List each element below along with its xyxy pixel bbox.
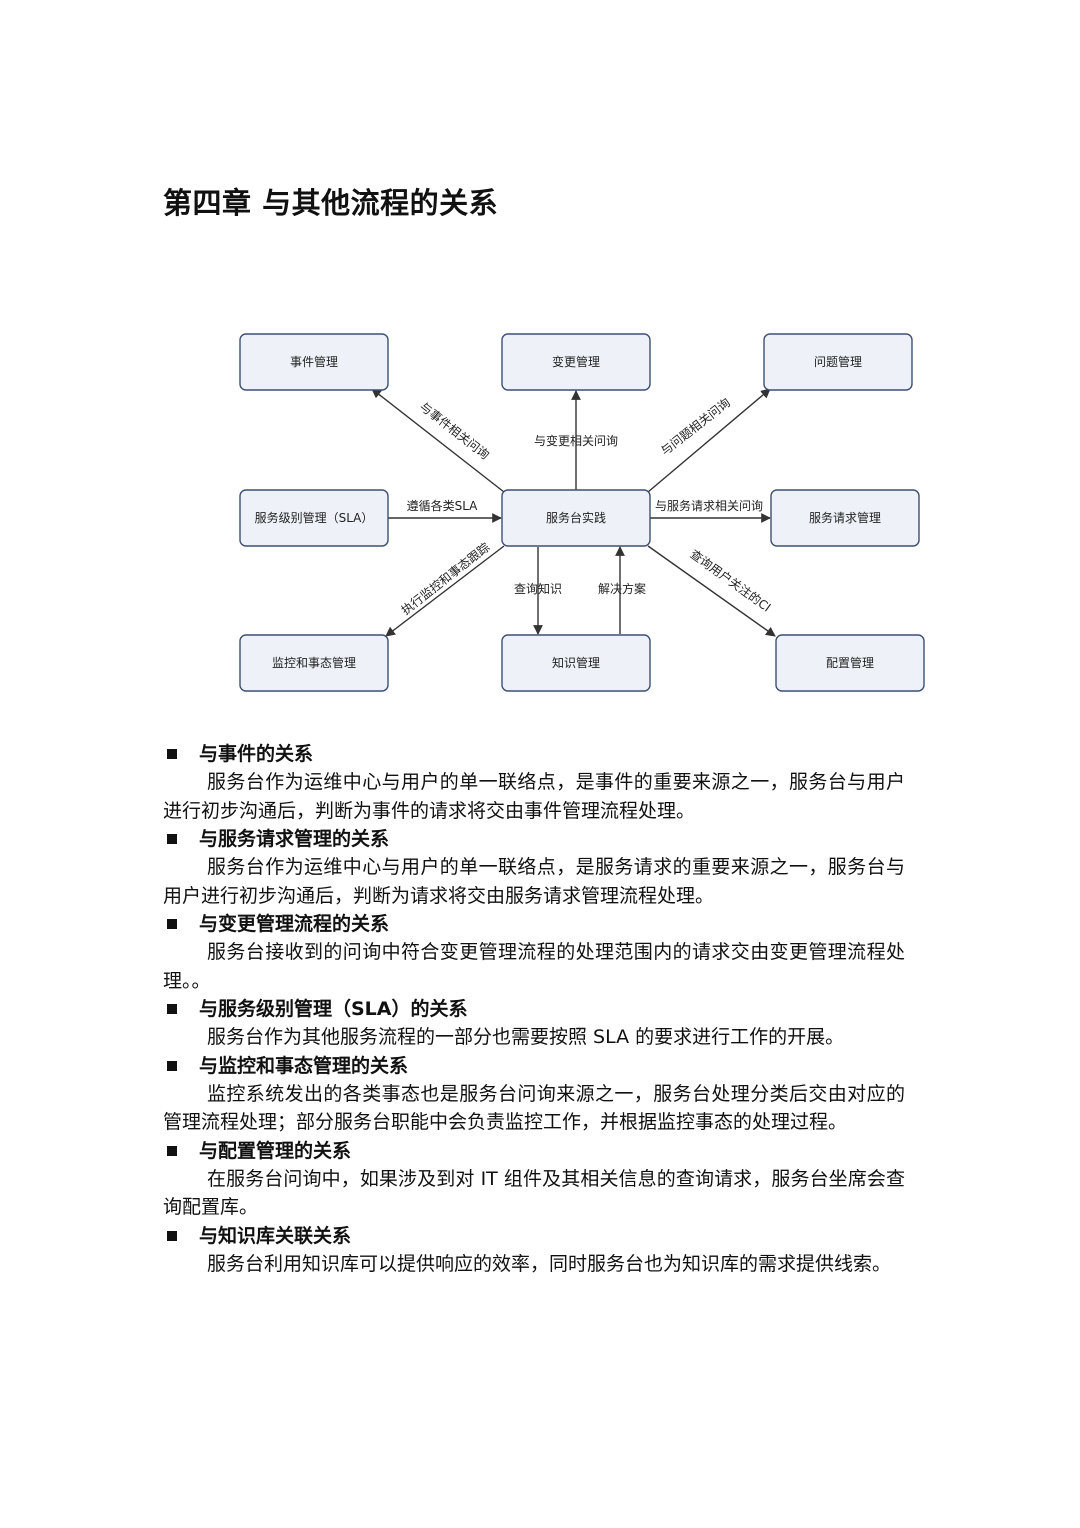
section-heading: 与配置管理的关系 (163, 1137, 905, 1165)
section-incident: 与事件的关系 服务台作为运维中心与用户的单一联络点，是事件的重要来源之一，服务台… (163, 740, 905, 825)
square-bullet-icon (167, 1145, 177, 1156)
section-heading: 与服务级别管理（SLA）的关系 (163, 995, 905, 1023)
section-heading: 与监控和事态管理的关系 (163, 1052, 905, 1080)
node-sla-label: 服务级别管理（SLA） (255, 510, 374, 525)
relationships-body: 与事件的关系 服务台作为运维中心与用户的单一联络点，是事件的重要来源之一，服务台… (163, 740, 905, 1278)
square-bullet-icon (167, 834, 177, 844)
section-paragraph: 在服务台问询中，如果涉及到对 IT 组件及其相关信息的查询请求，服务台坐席会查询… (163, 1167, 905, 1219)
edge-to-monitoring (385, 545, 505, 637)
section-service-request: 与服务请求管理的关系 服务台作为运维中心与用户的单一联络点，是服务请求的重要来源… (163, 825, 905, 910)
node-change: 变更管理 (501, 333, 651, 391)
section-heading-text: 与知识库关联关系 (199, 1224, 352, 1247)
square-bullet-icon (167, 749, 177, 759)
section-heading: 与知识库关联关系 (163, 1222, 905, 1250)
square-bullet-icon (167, 1230, 177, 1241)
section-config: 与配置管理的关系 在服务台问询中，如果涉及到对 IT 组件及其相关信息的查询请求… (163, 1137, 905, 1222)
section-heading: 与变更管理流程的关系 (163, 910, 905, 938)
edge-to-config (647, 545, 776, 637)
section-paragraph: 服务台作为运维中心与用户的单一联络点，是服务请求的重要来源之一，服务台与用户进行… (163, 856, 905, 907)
edge-label-to-request: 与服务请求相关问询 (655, 498, 763, 513)
node-center: 服务台实践 (501, 489, 651, 547)
section-knowledge: 与知识库关联关系 服务台利用知识库可以提供响应的效率，同时服务台也为知识库的需求… (163, 1222, 905, 1279)
node-problem: 问题管理 (763, 333, 913, 391)
square-bullet-icon (167, 919, 177, 929)
node-config: 配置管理 (775, 634, 925, 692)
edge-label-to-monitoring: 执行监控和事态跟踪 (399, 540, 493, 618)
section-heading-text: 与服务级别管理（SLA）的关系 (199, 998, 468, 1020)
edge-to-problem (647, 388, 771, 493)
section-heading-text: 与服务请求管理的关系 (199, 828, 390, 850)
section-paragraph: 服务台接收到的问询中符合变更管理流程的处理范围内的请求交由变更管理流程处理。。 (163, 941, 905, 992)
section-heading-text: 与事件的关系 (199, 743, 314, 765)
node-request-label: 服务请求管理 (809, 510, 881, 525)
process-relationship-diagram: 事件管理 变更管理 问题管理 服务级别管理（SLA） 服务台实践 服务请求管理 … (239, 333, 925, 692)
node-request: 服务请求管理 (770, 489, 920, 547)
node-center-label: 服务台实践 (546, 510, 606, 525)
node-config-label: 配置管理 (826, 655, 874, 670)
node-knowledge: 知识管理 (501, 634, 651, 692)
node-problem-label: 问题管理 (814, 354, 862, 369)
edge-label-from-sla: 遵循各类SLA (407, 498, 479, 513)
section-paragraph: 服务台作为运维中心与用户的单一联络点，是事件的重要来源之一，服务台与用户进行初步… (163, 771, 905, 822)
edge-label-to-change: 与变更相关问询 (534, 433, 618, 448)
node-monitoring-label: 监控和事态管理 (272, 655, 356, 670)
section-change: 与变更管理流程的关系 服务台接收到的问询中符合变更管理流程的处理范围内的请求交由… (163, 910, 905, 995)
section-heading-text: 与监控和事态管理的关系 (199, 1054, 409, 1077)
section-sla: 与服务级别管理（SLA）的关系 服务台作为其他服务流程的一部分也需要按照 SLA… (163, 995, 905, 1052)
chapter-title: 第四章 与其他流程的关系 (163, 186, 499, 220)
section-heading: 与事件的关系 (163, 740, 905, 768)
node-sla: 服务级别管理（SLA） (239, 489, 389, 547)
node-change-label: 变更管理 (552, 354, 600, 369)
edge-label-from-knowledge: 解决方案 (598, 581, 646, 596)
node-knowledge-label: 知识管理 (552, 655, 600, 670)
section-monitoring: 与监控和事态管理的关系 监控系统发出的各类事态也是服务台问询来源之一，服务台处理… (163, 1052, 905, 1137)
node-monitoring: 监控和事态管理 (239, 634, 389, 692)
section-paragraph: 监控系统发出的各类事态也是服务台问询来源之一，服务台处理分类后交由对应的管理流程… (163, 1082, 905, 1134)
square-bullet-icon (167, 1060, 177, 1071)
edge-label-to-knowledge: 查询知识 (514, 582, 562, 596)
section-heading: 与服务请求管理的关系 (163, 825, 905, 853)
node-incident: 事件管理 (239, 333, 389, 391)
edge-to-incident (371, 388, 505, 493)
edge-label-to-problem: 与问题相关问询 (658, 395, 733, 458)
square-bullet-icon (167, 1004, 177, 1014)
section-heading-text: 与变更管理流程的关系 (199, 913, 390, 935)
node-incident-label: 事件管理 (290, 354, 338, 369)
section-paragraph: 服务台利用知识库可以提供响应的效率，同时服务台也为知识库的需求提供线索。 (207, 1252, 892, 1275)
section-paragraph: 服务台作为其他服务流程的一部分也需要按照 SLA 的要求进行工作的开展。 (207, 1026, 845, 1048)
section-heading-text: 与配置管理的关系 (199, 1139, 352, 1162)
